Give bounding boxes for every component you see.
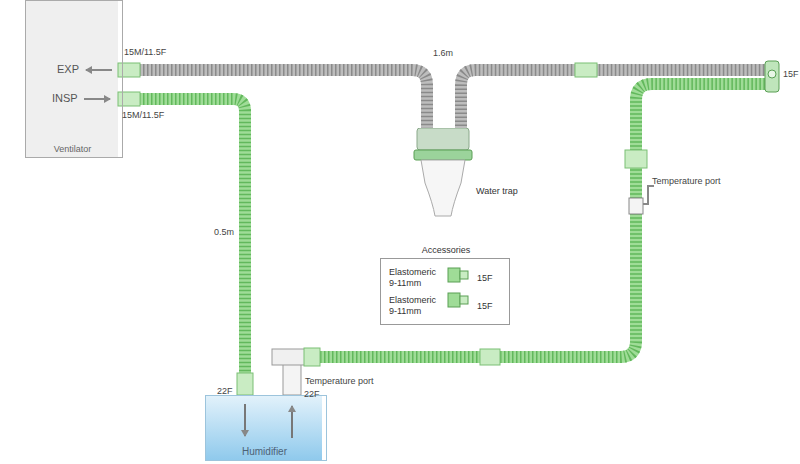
ventilator-box: EXP INSP Ventilator: [25, 0, 123, 158]
tube-stroke: [123, 70, 427, 129]
exp-arrow: [86, 69, 112, 71]
node-text: Elastomeric 9-11mm: [389, 295, 445, 317]
accessory-connector: [448, 293, 460, 307]
humidifier-box: Humidifier: [205, 395, 327, 461]
part-label: Temperature port: [305, 376, 374, 387]
trap-band: [414, 150, 472, 160]
t-fitting-collar: [304, 348, 320, 366]
tube-stroke: [123, 70, 427, 129]
accessory-connector: [460, 296, 468, 304]
y-piece-port: [768, 70, 776, 78]
node-text: EXP: [57, 64, 79, 75]
node-text: Ventilator: [26, 144, 119, 155]
part-label: 22F: [217, 386, 233, 397]
node-text: Humidifier: [206, 446, 323, 457]
node-text: 15F: [477, 273, 493, 284]
humidifier-inlet: [237, 373, 253, 395]
water-trap: Water trap: [413, 128, 473, 218]
tube-joint: [480, 349, 500, 365]
accessory-connector: [460, 271, 468, 279]
temperature-port-cap: [643, 186, 654, 204]
node-text: Accessories: [381, 245, 511, 256]
y-piece: [765, 61, 779, 92]
part-label: 15M/11.5F: [124, 47, 166, 58]
temperature-port: [629, 198, 643, 214]
t-fitting: [272, 349, 306, 365]
trap-fitting: [417, 128, 469, 150]
humidifier-chamber: [205, 395, 322, 461]
part-label: 1.6m: [433, 48, 453, 59]
tube-joint: [575, 63, 597, 77]
part-label: 22F: [304, 389, 320, 400]
part-label: Temperature port: [652, 176, 721, 187]
ventilator-body: [25, 0, 118, 158]
tube-stroke: [123, 99, 245, 395]
part-label: 15F: [783, 69, 799, 80]
tube-stroke: [123, 99, 245, 395]
insp-port: [118, 92, 140, 106]
flow-arrow: [291, 406, 293, 438]
insp-tube: [300, 84, 765, 357]
accessories-box: AccessoriesElastomeric 9-11mm15FElastome…: [380, 258, 510, 325]
tube-joint: [625, 150, 647, 168]
node-text: Water trap: [476, 186, 518, 197]
trap-cup: [421, 160, 465, 216]
insp-tube-ribs: [300, 84, 765, 357]
breathing-tube: [123, 99, 245, 395]
part-label: 0.5m: [214, 227, 234, 238]
accessory-connector: [448, 268, 460, 282]
flow-arrow: [244, 404, 246, 436]
part-label: 15M/11.5F: [122, 110, 164, 121]
node-text: 15F: [477, 301, 493, 312]
breathing-tube: [123, 70, 427, 129]
insp-arrow: [84, 98, 110, 100]
exp-port: [118, 63, 140, 77]
node-text: INSP: [52, 93, 78, 104]
node-text: Elastomeric 9-11mm: [389, 267, 445, 289]
trap-outline: [413, 128, 473, 218]
humidifier-outlet: [283, 364, 301, 395]
